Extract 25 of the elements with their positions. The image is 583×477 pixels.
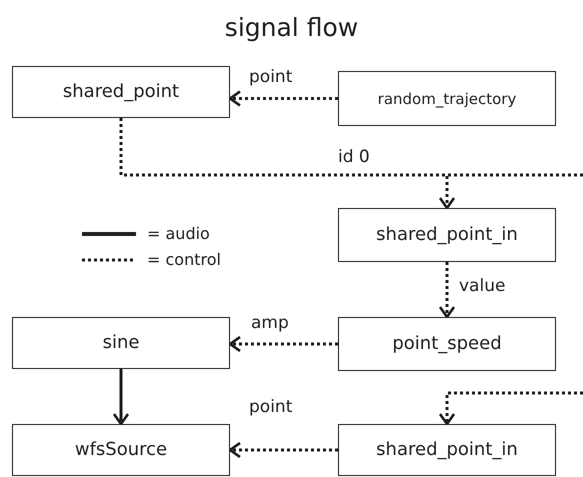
node-label: shared_point_in xyxy=(376,224,518,246)
diagram-title: signal flow xyxy=(224,12,360,44)
arrow xyxy=(228,336,338,352)
process-box xyxy=(338,424,556,476)
process-box xyxy=(338,208,556,262)
arrow xyxy=(438,392,583,426)
process-box xyxy=(338,317,556,371)
arrow xyxy=(438,262,456,318)
edge-label: point xyxy=(248,397,294,417)
arrow xyxy=(112,369,130,426)
edge-label: point xyxy=(248,67,294,87)
legend-label: = control xyxy=(147,250,221,270)
node-label: random_trajectory xyxy=(378,90,516,108)
arrow xyxy=(228,90,338,107)
legend-label: = audio xyxy=(147,224,210,244)
process-box xyxy=(12,66,230,118)
node-label: shared_point_in xyxy=(376,439,518,461)
process-box xyxy=(12,317,230,369)
process-box xyxy=(12,424,230,476)
arrow xyxy=(228,442,338,458)
node-label: wfsSource xyxy=(74,439,168,461)
node-label: shared_point xyxy=(62,81,180,103)
process-box xyxy=(338,71,556,126)
node-label: point_speed xyxy=(392,333,502,355)
node-label: sine xyxy=(102,332,140,354)
